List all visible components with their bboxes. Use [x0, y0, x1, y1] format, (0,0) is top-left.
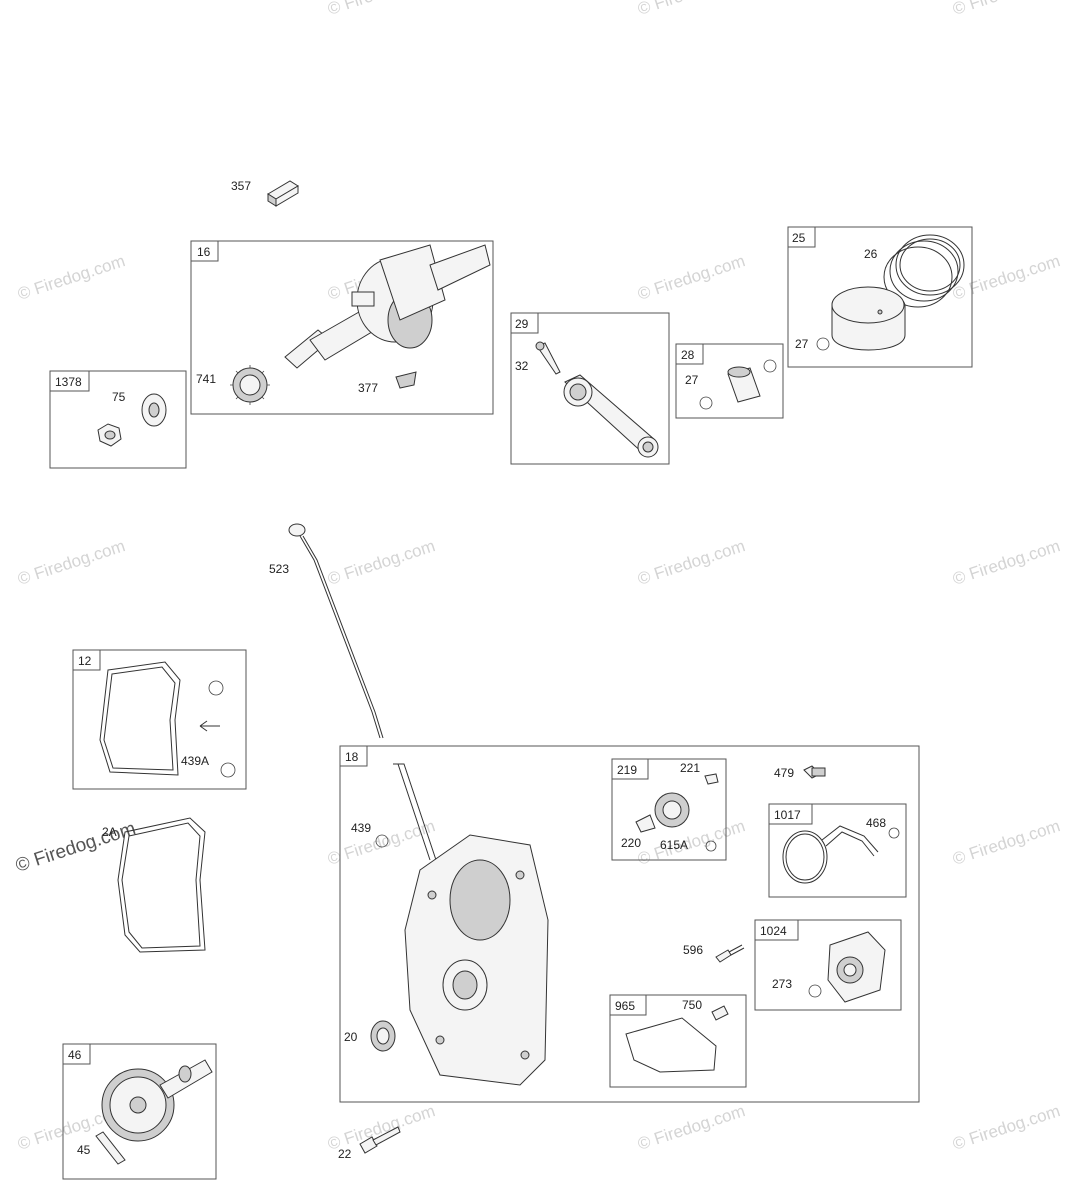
group-16[interactable]: 16 741 377: [190, 240, 494, 415]
group-1378[interactable]: 1378 75: [49, 370, 187, 469]
part-357[interactable]: 357: [231, 179, 299, 207]
part-label: 32: [515, 359, 529, 373]
group-29[interactable]: 29 32: [510, 312, 670, 465]
part-label: 750: [682, 998, 702, 1012]
part-label: 26: [864, 247, 878, 261]
group-label: 1024: [760, 924, 787, 938]
watermark: © Firedog.com: [950, 536, 1062, 589]
group-label: 25: [792, 231, 806, 245]
group-label: 16: [197, 245, 211, 259]
group-label: 46: [68, 1048, 82, 1062]
gasket-2A-illustration: [117, 817, 206, 953]
group-label: 28: [681, 348, 695, 362]
connecting-rod-illustration: [535, 341, 659, 458]
camshaft-illustration: [95, 1059, 213, 1165]
group-1024[interactable]: 1024 273: [754, 919, 902, 1011]
watermark: © Firedog.com: [635, 251, 747, 304]
watermark: © Firedog.com: [635, 1101, 747, 1154]
part-596[interactable]: 596: [683, 943, 745, 963]
group-18[interactable]: 18 439 20: [339, 745, 920, 1103]
part-label: 27: [795, 337, 809, 351]
part-2A[interactable]: 2A: [102, 817, 206, 953]
group-12[interactable]: 12 439A: [72, 649, 247, 790]
group-1017[interactable]: 1017 468: [768, 803, 907, 898]
part-label: 596: [683, 943, 703, 957]
part-label: 20: [344, 1030, 358, 1044]
group-46[interactable]: 46 45: [62, 1043, 217, 1180]
part-label: 468: [866, 816, 886, 830]
governor-illustration: [635, 773, 719, 852]
crankcase-cover-illustration: [370, 763, 549, 1086]
watermark: © Firedog.com: [325, 816, 437, 869]
watermark: © Firedog.com: [325, 0, 437, 19]
part-label: 2A: [102, 825, 117, 839]
group-label: 12: [78, 654, 92, 668]
part-label: 221: [680, 761, 700, 775]
part-label: 615A: [660, 838, 688, 852]
group-label: 1378: [55, 375, 82, 389]
watermark: © Firedog.com: [325, 1101, 437, 1154]
part-label: 45: [77, 1143, 91, 1157]
part-label: 273: [772, 977, 792, 991]
oil-pump-illustration: [808, 931, 886, 1003]
part-label: 220: [621, 836, 641, 850]
group-label: 219: [617, 763, 637, 777]
part-label: 27: [685, 373, 699, 387]
group-label: 965: [615, 999, 635, 1013]
dipstick-illustration: [288, 523, 384, 739]
part-479[interactable]: 479: [774, 765, 826, 780]
part-label: 22: [338, 1147, 352, 1161]
piston-pin-illustration: [699, 359, 777, 410]
part-label: 741: [196, 372, 216, 386]
group-25[interactable]: 25 26 27: [787, 226, 973, 368]
part-label: 479: [774, 766, 794, 780]
gasket-illustration: [99, 661, 236, 778]
watermark: © Firedog.com: [635, 0, 747, 19]
part-label: 523: [269, 562, 289, 576]
watermark: © Firedog.com: [15, 251, 127, 304]
group-label: 18: [345, 750, 359, 764]
part-label: 439A: [181, 754, 209, 768]
group-28[interactable]: 28 27: [675, 343, 784, 419]
group-label: 1017: [774, 808, 801, 822]
watermark: © Firedog.com: [325, 536, 437, 589]
watermark: © Firedog.com: [950, 251, 1062, 304]
watermark: © Firedog.com: [950, 0, 1062, 19]
group-219[interactable]: 219 221 220 615A: [611, 758, 727, 861]
part-label: 377: [358, 381, 378, 395]
part-label: 439: [351, 821, 371, 835]
group-965[interactable]: 965 750: [609, 994, 747, 1088]
piston-rings-illustration: [816, 234, 965, 351]
part-523[interactable]: 523: [269, 523, 384, 739]
part-label: 357: [231, 179, 251, 193]
watermark: © Firedog.com: [15, 536, 127, 589]
crankshaft-illustration: [230, 244, 491, 405]
part-label: 75: [112, 390, 126, 404]
watermark: © Firedog.com: [950, 816, 1062, 869]
watermark: © Firedog.com: [950, 1101, 1062, 1154]
part-22[interactable]: 22: [338, 1126, 401, 1161]
group-label: 29: [515, 317, 529, 331]
oil-pickup-illustration: [782, 825, 900, 884]
cover-plate-illustration: [625, 1005, 729, 1073]
nut-washer-illustration: [97, 393, 167, 447]
watermark: © Firedog.com: [635, 536, 747, 589]
